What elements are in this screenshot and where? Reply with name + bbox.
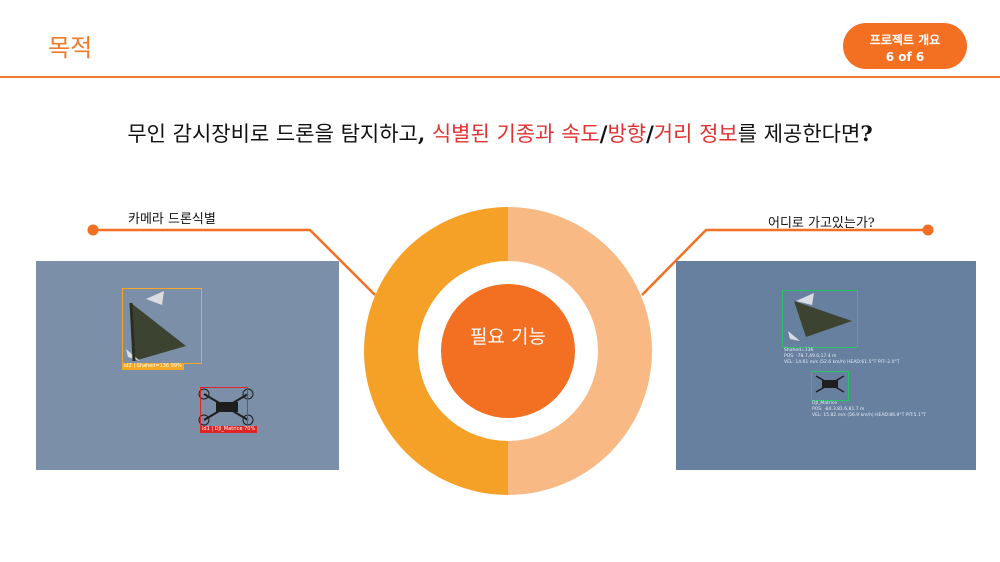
matrice-drone-icon — [815, 375, 845, 393]
tracking-pos-matrice: POS: -84.3,81.6,81.7 m — [812, 407, 865, 412]
ring-right-half — [508, 207, 652, 495]
headline-highlight-direction: 방향 — [607, 122, 647, 146]
right-callout-label: 어디로 가고있는가? — [768, 216, 875, 231]
detection-label-matrice: id1 | DJI_Matrice 70% — [200, 426, 258, 433]
center-label: 필요 기능 — [470, 326, 546, 348]
headline-part1: 무인 감시장비로 드론을 탐지하고 — [127, 122, 418, 146]
matrice-drone-icon — [198, 388, 254, 426]
badge-section-name: 프로젝트 개요 — [869, 33, 941, 47]
tracking-pos-shahed: POS: -78.7,49.6,17.4 m — [784, 354, 837, 359]
page-title: 목적 — [48, 34, 93, 62]
left-drones-graphic — [126, 291, 254, 426]
tracking-vel-matrice: VEL: 15.82 m/s (56.9 km/h) HEAD:86.9°T P… — [812, 413, 926, 418]
left-callout-label: 카메라 드론식별 — [128, 212, 216, 227]
right-tracking-image: Shahed=136 POS: -78.7,49.6,17.4 m VEL: 1… — [676, 261, 976, 470]
headline-slash-2: / — [646, 121, 654, 146]
shahed-drone-icon — [788, 293, 852, 341]
left-detection-image: id2 | Shahed=136 99% id1 | DJI_Matrice 7… — [36, 261, 339, 470]
ring-left-half — [364, 207, 508, 495]
tracking-label-matrice: DJI_Matrice — [812, 401, 838, 406]
headline: 무인 감시장비로 드론을 탐지하고, 식별된 기종과 속도/방향/거리 정보를 … — [0, 118, 1000, 148]
tracking-label-shahed: Shahed=136 — [784, 348, 814, 353]
shahed-drone-icon — [126, 291, 186, 362]
detection-label-shahed: id2 | Shahed=136 99% — [122, 363, 184, 370]
headline-highlight-model-speed: 식별된 기종과 속도 — [425, 122, 600, 146]
badge-page-counter: 6 of 6 — [885, 50, 925, 64]
headline-question-mark: ? — [860, 121, 873, 146]
tracking-box-shahed — [782, 290, 858, 348]
tracking-vel-shahed: VEL: 14.61 m/s (52.6 km/h) HEAD:61.5°T P… — [784, 360, 900, 365]
detection-box-shahed — [122, 288, 202, 364]
right-drones-graphic — [788, 293, 852, 393]
headline-comma: , — [417, 121, 426, 146]
right-callout-connector — [641, 224, 934, 296]
detection-box-matrice — [200, 387, 248, 427]
headline-part2: 를 제공한다면 — [737, 122, 861, 146]
headline-slash-1: / — [599, 121, 608, 146]
headline-highlight-distance: 거리 정보 — [653, 122, 738, 146]
tracking-box-matrice — [811, 371, 849, 401]
center-circle — [441, 284, 575, 418]
header-divider — [0, 76, 1000, 78]
left-callout-connector — [87, 224, 376, 296]
section-badge: 프로젝트 개요 6 of 6 — [843, 23, 967, 69]
